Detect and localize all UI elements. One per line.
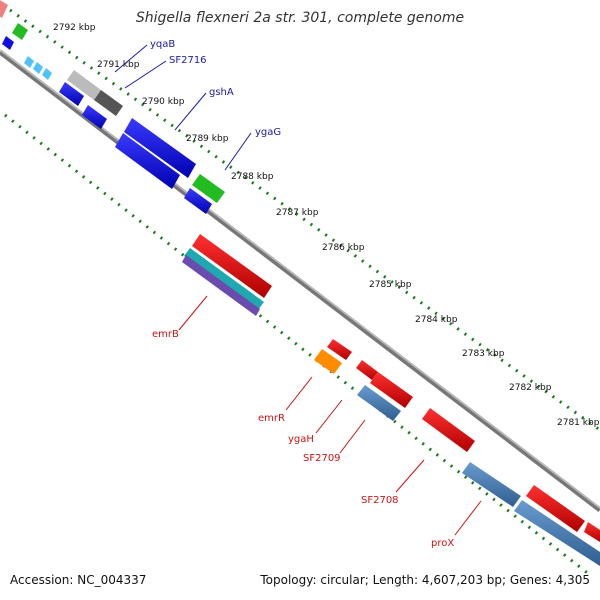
gene-feature[interactable]: [184, 248, 264, 310]
tick-label: 2791 kbp: [97, 60, 140, 70]
gene-feature[interactable]: [124, 118, 196, 178]
gene-feature[interactable]: [514, 500, 600, 566]
tick-label: 2788 kbp: [231, 172, 274, 182]
gene-label-ygaG: ygaG: [255, 127, 281, 138]
gene-label-SF2709: SF2709: [303, 453, 341, 464]
gene-feature[interactable]: [42, 68, 52, 80]
tick-label: 2787 kbp: [276, 208, 319, 218]
gene-feature[interactable]: [33, 62, 43, 74]
tick-label: 2784 kbp: [415, 315, 458, 325]
gene-feature[interactable]: [327, 339, 352, 360]
gene-feature[interactable]: [24, 56, 34, 68]
gene-feature[interactable]: [2, 36, 14, 50]
tick-label: 2790 kbp: [142, 97, 185, 107]
gene-feature[interactable]: [422, 408, 475, 452]
tick-label: 2786 kbp: [322, 243, 365, 253]
tick-label: 2785 kbp: [369, 280, 412, 290]
tick-labels: 2792 kbp 2791 kbp 2790 kbp 2789 kbp 2788…: [53, 23, 600, 428]
gene-feature[interactable]: [526, 485, 585, 532]
gene-feature[interactable]: [462, 462, 521, 507]
inner-tick-track: [4, 113, 591, 577]
gene-label-gshA: gshA: [209, 87, 234, 98]
gene-feature[interactable]: [59, 82, 84, 106]
gene-label-SF2708: SF2708: [361, 495, 399, 506]
gene-feature[interactable]: [67, 70, 101, 100]
gene-label-SF2716: SF2716: [169, 55, 207, 66]
tick-label: 2783 kbp: [462, 349, 505, 359]
gene-label-ygaH: ygaH: [288, 434, 314, 445]
reverse-genes: [182, 234, 600, 566]
gene-feature[interactable]: [357, 385, 401, 421]
tick-label: 2789 kbp: [186, 134, 229, 144]
gene-feature[interactable]: [12, 23, 28, 40]
gene-feature[interactable]: [115, 133, 180, 189]
gene-feature[interactable]: [182, 255, 260, 316]
tick-label: 2792 kbp: [53, 23, 96, 33]
gene-feature[interactable]: [584, 522, 600, 542]
map-title: Shigella flexneri 2a str. 301, complete …: [136, 10, 464, 26]
gene-feature[interactable]: [314, 349, 342, 374]
gene-feature[interactable]: [184, 188, 212, 214]
gene-label-yqaB: yqaB: [150, 39, 175, 50]
gene-label-emrR: emrR: [258, 413, 285, 424]
reverse-label-leaders: [178, 295, 482, 536]
forward-genes: [0, 0, 225, 214]
gene-feature[interactable]: [192, 234, 272, 298]
tick-label: 2781 kbp: [557, 418, 600, 428]
topology-label: Topology: circular; Length: 4,607,203 bp…: [260, 573, 590, 587]
gene-label-emrB: emrB: [152, 329, 179, 340]
gene-label-proX: proX: [431, 538, 454, 549]
accession-label: Accession: NC_004337: [10, 573, 147, 587]
gene-feature[interactable]: [0, 0, 8, 18]
gene-feature[interactable]: [370, 372, 413, 408]
gene-feature[interactable]: [82, 105, 107, 129]
tick-label: 2782 kbp: [509, 383, 552, 393]
genome-backbone: [0, 50, 600, 512]
gene-feature[interactable]: [356, 360, 378, 380]
outer-tick-track: [9, 8, 600, 432]
gene-feature[interactable]: [94, 90, 123, 116]
gene-feature[interactable]: [192, 174, 225, 203]
forward-label-leaders: [114, 44, 252, 171]
